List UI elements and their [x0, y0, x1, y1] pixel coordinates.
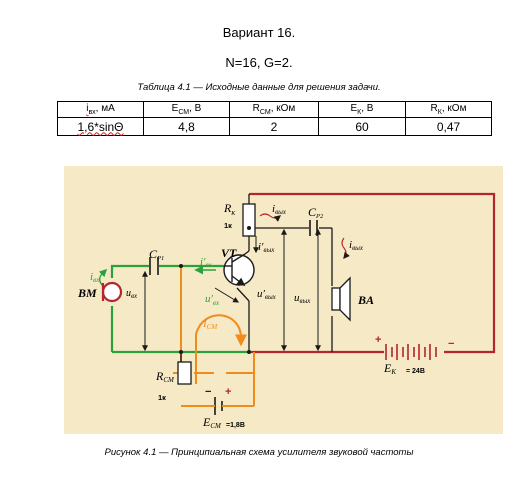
iin-prime-label: i′вх — [200, 256, 213, 269]
header-rcm: RСМ, кОм — [229, 101, 319, 118]
ecm-minus: − — [205, 386, 211, 398]
cp2-label: CP2 — [308, 205, 324, 220]
iout-top-label: iвых — [272, 203, 287, 216]
uout-prime-label: u′вых — [257, 288, 277, 301]
variant-title: Вариант 16. — [222, 25, 296, 40]
ba-label: BA — [357, 293, 374, 307]
header-iin: iвх, мА — [57, 101, 144, 118]
iout-prime-label: i′вых — [258, 241, 275, 254]
header-rk: RК, кОм — [405, 101, 492, 118]
microphone-bm — [101, 281, 123, 303]
speaker-ba — [331, 276, 351, 322]
cell-iin: 1,6*sinΘ — [57, 117, 144, 136]
figure-caption: Рисунок 4.1 — Принципиальная схема усили… — [104, 447, 414, 458]
cell-rcm: 2 — [229, 117, 319, 136]
vt-label: VT — [221, 246, 237, 260]
cell-rk: 0,47 — [405, 117, 492, 136]
iout-right-arrow — [341, 237, 350, 260]
ek-value: = 24В — [406, 368, 425, 375]
ecm-label: EСМ — [202, 415, 222, 430]
bm-label: BM — [77, 286, 97, 300]
rcm-label: RСМ — [155, 369, 175, 384]
cp1-label: CP1 — [149, 247, 164, 262]
uin-label: uвх — [126, 288, 138, 300]
uout-label: uвых — [294, 292, 311, 305]
params-line: N=16, G=2. — [225, 55, 293, 70]
battery-ek — [385, 344, 437, 360]
bias-loop — [173, 268, 255, 407]
junction-dots — [179, 226, 251, 354]
table-row: 1,6*sinΘ 4,8 2 60 0,47 — [57, 117, 492, 136]
header-ek: EК, В — [318, 101, 406, 118]
table-caption: Таблица 4.1 — Исходные данные для решени… — [137, 82, 381, 93]
transistor-vt — [223, 250, 255, 287]
black-wiring — [180, 194, 333, 373]
uin-prime-label: u′вх — [205, 293, 220, 307]
resistor-rcm — [177, 361, 192, 385]
capacitor-cp1 — [149, 257, 159, 275]
ecm-value: =1,8В — [226, 422, 245, 429]
iout-right-label: iвых — [349, 239, 364, 252]
header-ecm: EСМ, В — [143, 101, 230, 118]
ek-label: EК — [383, 361, 396, 376]
icm-label: IСМ — [202, 318, 218, 331]
cell-ecm: 4,8 — [143, 117, 230, 136]
rk-label: Rк — [223, 201, 235, 217]
source-data-table: iвх, мА EСМ, В RСМ, кОм EК, В RК, кОм 1,… — [57, 101, 492, 136]
amplifier-schematic: Rк 1к CP2 CP1 VT i′вх iвх u′вх BM uвх u — [64, 166, 503, 434]
rk-value: 1к — [224, 221, 232, 230]
resistor-rk — [242, 203, 256, 237]
iout-top-arrow — [259, 213, 282, 222]
ek-minus: − — [448, 338, 454, 350]
iin-label: iвх — [90, 271, 100, 284]
rcm-value: 1к — [158, 393, 166, 402]
ek-plus: + — [375, 334, 381, 346]
uin-prime-arrow — [214, 287, 240, 303]
cell-ek: 60 — [318, 117, 406, 136]
output-loop — [249, 192, 496, 354]
ecm-plus: + — [225, 386, 231, 398]
table-header-row: iвх, мА EСМ, В RСМ, кОм EК, В RК, кОм — [57, 101, 492, 118]
